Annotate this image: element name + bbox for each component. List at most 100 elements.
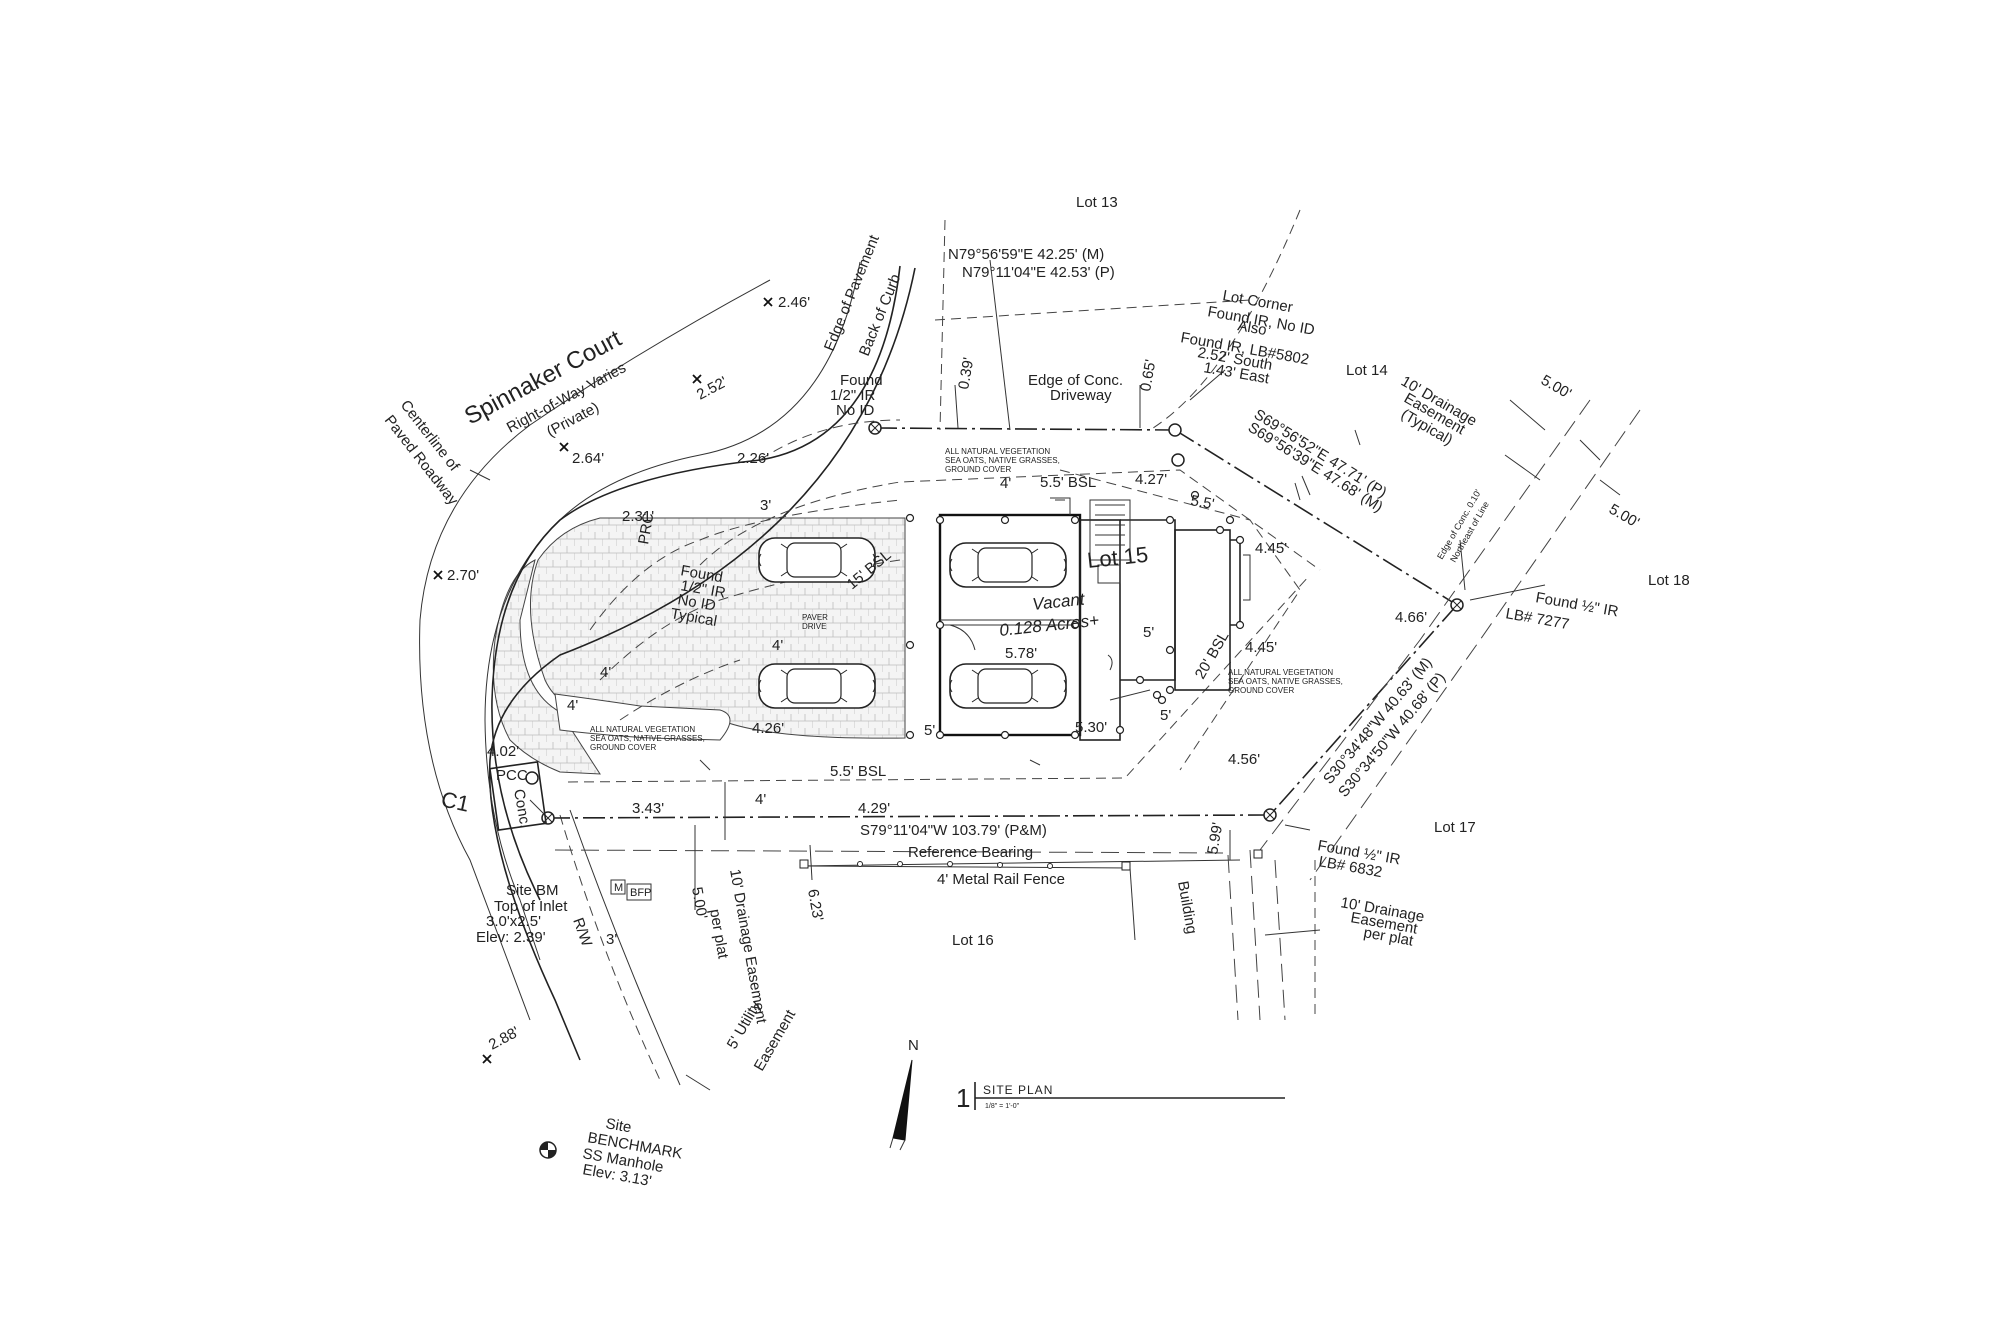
lot-14-label: Lot 14 <box>1346 362 1388 379</box>
fence-line <box>804 865 1131 869</box>
spot-elev: 4.02' <box>487 743 519 760</box>
lot-15-label: Lot 15 <box>1086 542 1149 573</box>
bearing-east-1: S30°34'48"W 40.63' (M) <box>1320 654 1436 787</box>
dim-039: 0.39' <box>955 356 977 391</box>
utility-easement-line <box>569 809 681 1086</box>
drainage-easement-south <box>554 849 1231 854</box>
property-line-north <box>874 427 1176 431</box>
property-line-south <box>547 814 1271 819</box>
spot-elev: 4.66' <box>1395 609 1427 626</box>
north-arrow-icon <box>889 1059 913 1151</box>
bearing-ne-1: S69°56'52"E 47.71' (P) <box>1251 406 1390 501</box>
survey-monument-crosses <box>543 423 1462 823</box>
conc-label: Conc. <box>510 788 534 830</box>
svg-text:5' Utility: 5' Utility <box>724 998 765 1052</box>
dim-3b: 3' <box>606 931 617 948</box>
lot-13-label: Lot 13 <box>1076 194 1118 211</box>
property-line-northeast <box>1174 429 1458 606</box>
svg-text:ALL NATURAL VEGETATION: ALL NATURAL VEGETATION <box>1228 668 1333 677</box>
bfp-symbol <box>610 879 652 901</box>
spot-elev: 4.27' <box>1135 471 1167 488</box>
svg-text:Elev: 2.39': Elev: 2.39' <box>476 929 546 946</box>
acreage-label: 0.128 Acres+ <box>998 611 1100 640</box>
dim-599: 5.99' <box>1204 821 1226 856</box>
centerline-roadway <box>419 279 771 1021</box>
dim-bsl-north: 5.5' BSL <box>1040 474 1096 491</box>
lot-corner-note: Lot Corner Found IR, No ID Also Found IR… <box>1179 287 1316 387</box>
svg-text:GROUND COVER: GROUND COVER <box>1228 686 1294 695</box>
bearing-north-2: N79°11'04"E 42.53' (P) <box>962 264 1115 281</box>
found-half-ir-note: Found 1/2" IR No ID <box>830 372 883 419</box>
spot-elev: 2.26' <box>737 450 769 467</box>
spot-elev: 4.45' <box>1245 639 1277 656</box>
svg-text:Also: Also <box>1236 317 1268 339</box>
utility-easement-note: 5' Utility Easement <box>724 998 800 1074</box>
svg-text:Site: Site <box>604 1115 632 1136</box>
spot-elev: 2.70' <box>447 567 479 584</box>
spot-elev: 2.52' <box>694 373 730 403</box>
vegetation-note-north: ALL NATURAL VEGETATION SEA OATS, NATIVE … <box>945 447 1060 474</box>
drainage-s-note: 10' Drainage Easement per plat <box>706 868 770 1026</box>
drainage-easement-se <box>1227 849 1286 1021</box>
svg-text:Edge of Conc.: Edge of Conc. <box>1028 372 1123 389</box>
reference-bearing-label: Reference Bearing <box>908 844 1033 861</box>
dim-4b: 4' <box>600 664 611 681</box>
paver-label-1: PAVER <box>802 613 828 622</box>
svg-text:Driveway: Driveway <box>1050 387 1112 404</box>
spot-elev: 5.30' <box>1075 719 1107 736</box>
driveway-dash-2 <box>599 559 901 681</box>
found-half-ir-typical-note: Found 1/2" IR No ID Typical <box>669 562 727 630</box>
fence-label: 4' Metal Rail Fence <box>937 871 1065 888</box>
title-scale: 1/8" = 1'-0" <box>985 1103 1020 1110</box>
bearing-east-2: S30°34'50"W 40.68' (P) <box>1335 669 1449 800</box>
property-line-east <box>1269 604 1458 816</box>
lot-line-lot13-lot14 <box>934 299 1251 321</box>
dim-5d: 5' <box>1160 707 1171 724</box>
dim-bsl-20: 20' BSL <box>1192 628 1233 682</box>
svg-text:ALL NATURAL VEGETATION: ALL NATURAL VEGETATION <box>590 725 695 734</box>
building-footprint <box>938 497 1251 741</box>
dim-500c: 5.00' <box>688 886 710 921</box>
setback-line-south <box>567 574 1311 783</box>
vacant-label: Vacant <box>1031 589 1086 613</box>
vegetation-note-east: ALL NATURAL VEGETATION SEA OATS, NATIVE … <box>1228 668 1343 695</box>
svg-text:GROUND COVER: GROUND COVER <box>590 743 656 752</box>
spot-elev: 2.31' <box>622 508 654 525</box>
driveway-dash-3 <box>619 659 741 721</box>
bearing-south: S79°11'04"W 103.79' (P&M) <box>860 822 1047 839</box>
drainage-se-note: 10' Drainage Easement per plat <box>1339 894 1425 950</box>
bsl-dash-inner <box>1059 469 1301 771</box>
spot-elev: 4.45' <box>1255 540 1287 557</box>
car-icon <box>758 663 876 709</box>
spot-elev: 3.43' <box>632 800 664 817</box>
dim-065: 0.65' <box>1137 358 1159 393</box>
svg-text:3.0'x2.5': 3.0'x2.5' <box>486 913 541 930</box>
dim-3a: 3' <box>760 497 771 514</box>
dim-5b: 5' <box>924 722 935 739</box>
benchmark-symbol <box>539 1141 557 1159</box>
svg-text:Found: Found <box>840 372 883 389</box>
diagonal-dash-1 <box>759 419 901 461</box>
north-arrow-label: N <box>908 1037 919 1054</box>
drive-apron <box>554 693 731 741</box>
dim-4e: 4' <box>1000 475 1011 492</box>
back-of-curb <box>488 267 916 1061</box>
svg-text:SEA OATS, NATIVE GRASSES,: SEA OATS, NATIVE GRASSES, <box>1228 677 1343 686</box>
spot-elev: 2.64' <box>572 450 604 467</box>
dim-5c: 5.5' <box>1189 492 1215 513</box>
spot-elevation-marks <box>433 297 773 1064</box>
spot-elev: 4.29' <box>858 800 890 817</box>
lot-divider-n <box>939 219 946 431</box>
prc-label: PRC <box>635 511 657 545</box>
right-of-way-line <box>491 265 901 901</box>
dim-bsl-south: 5.5' BSL <box>830 763 886 780</box>
svg-text:1/2" IR: 1/2" IR <box>830 387 876 404</box>
title-label: SITE PLAN <box>983 1083 1053 1097</box>
lot-16-label: Lot 16 <box>952 932 994 949</box>
dim-623: 6.23' <box>804 888 826 923</box>
lot-17-label: Lot 17 <box>1434 819 1476 836</box>
dimension-leaders <box>469 259 1621 1091</box>
dim-4c: 4' <box>567 697 578 714</box>
pcc-label: PCC <box>496 767 528 784</box>
